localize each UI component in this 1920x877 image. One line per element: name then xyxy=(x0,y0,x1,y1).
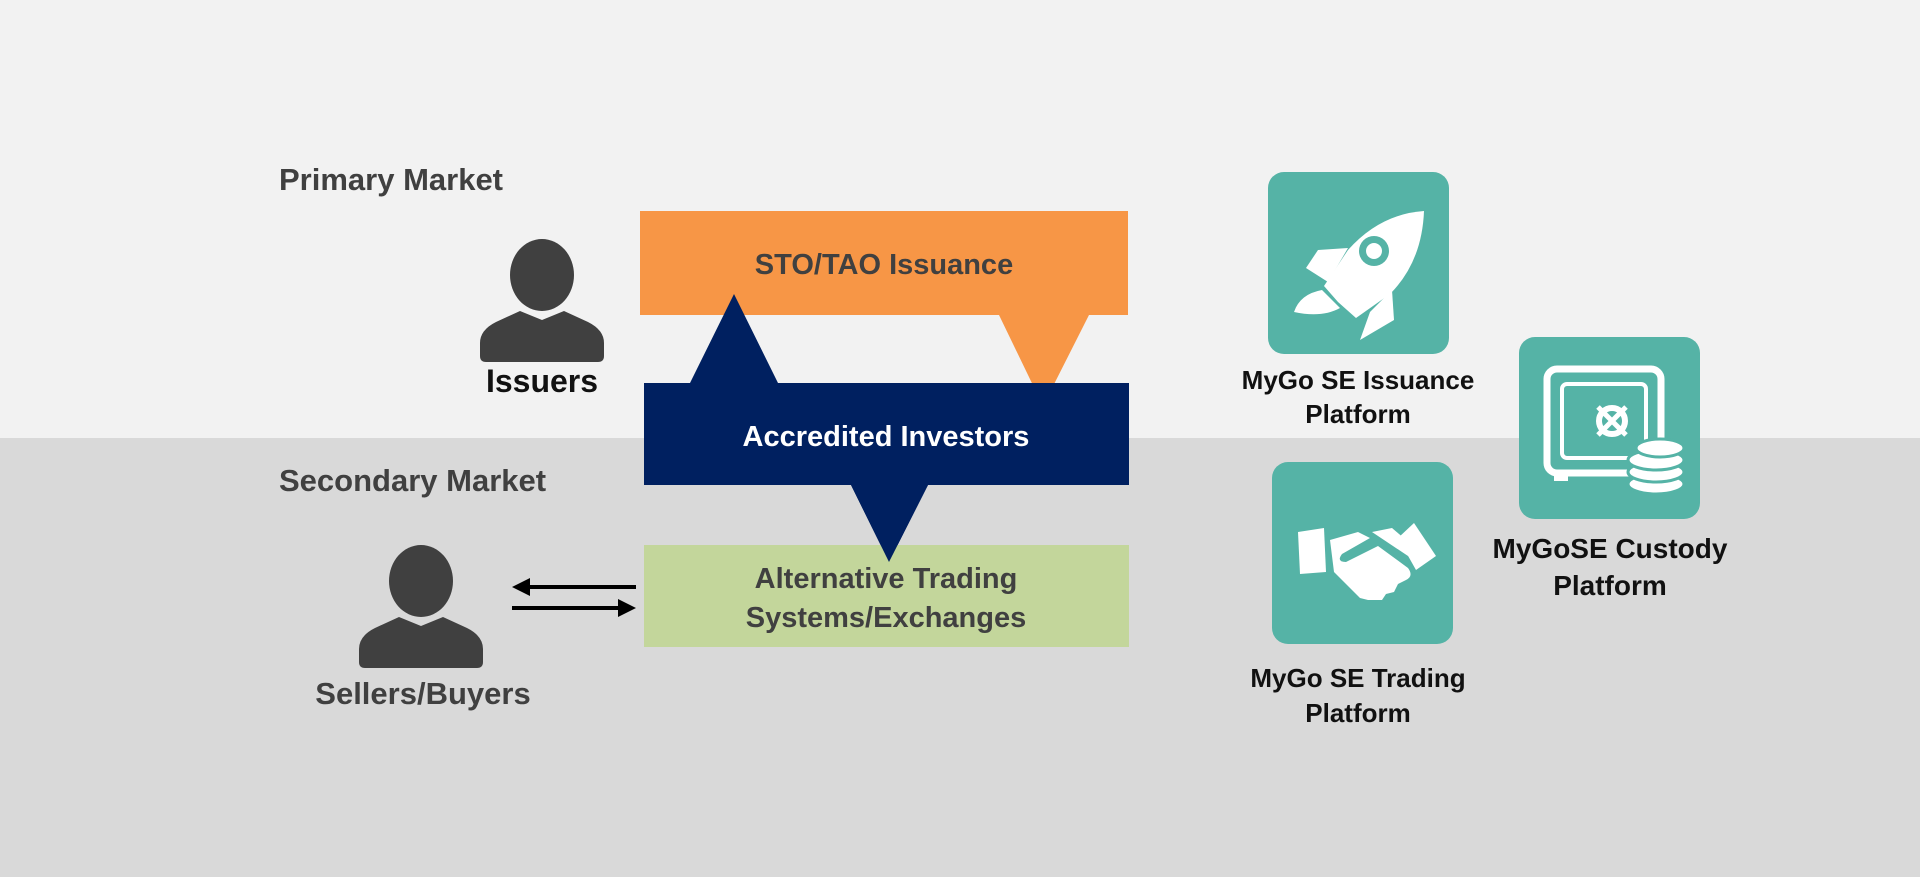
issuers-person-icon xyxy=(480,239,604,362)
trading-platform-label-line2: Platform xyxy=(1305,698,1410,728)
sto-tao-issuance-box xyxy=(640,211,1128,406)
accredited-investors-label: Accredited Investors xyxy=(743,421,1030,453)
trading-platform-tile xyxy=(1272,462,1453,644)
issuers-label: Issuers xyxy=(486,363,598,399)
accredited-investors-box xyxy=(644,294,1129,562)
rocket-icon xyxy=(1294,211,1424,340)
sellers-buyers-person-icon xyxy=(359,545,483,668)
custody-platform-label-line1: MyGoSE Custody xyxy=(1493,533,1728,564)
issuance-platform-label-line2: Platform xyxy=(1305,399,1410,429)
safe-with-coins-icon xyxy=(1543,365,1686,496)
handshake-icon xyxy=(1298,523,1436,600)
sellers-buyers-label: Sellers/Buyers xyxy=(315,676,530,711)
ats-label-line2: Systems/Exchanges xyxy=(746,602,1026,634)
ats-label-line1: Alternative Trading xyxy=(755,563,1018,595)
alternative-trading-systems-box xyxy=(644,545,1129,647)
secondary-market-label: Secondary Market xyxy=(279,463,546,498)
investors-pointer-overlay xyxy=(851,485,928,562)
trading-platform-label-line1: MyGo SE Trading xyxy=(1250,663,1465,693)
issuance-platform-label-line1: MyGo SE Issuance xyxy=(1242,365,1475,395)
bidirectional-arrow-icon xyxy=(512,578,636,617)
primary-market-label: Primary Market xyxy=(279,162,503,197)
sto-tao-issuance-label: STO/TAO Issuance xyxy=(755,249,1013,281)
custody-platform-label-line2: Platform xyxy=(1553,570,1667,601)
